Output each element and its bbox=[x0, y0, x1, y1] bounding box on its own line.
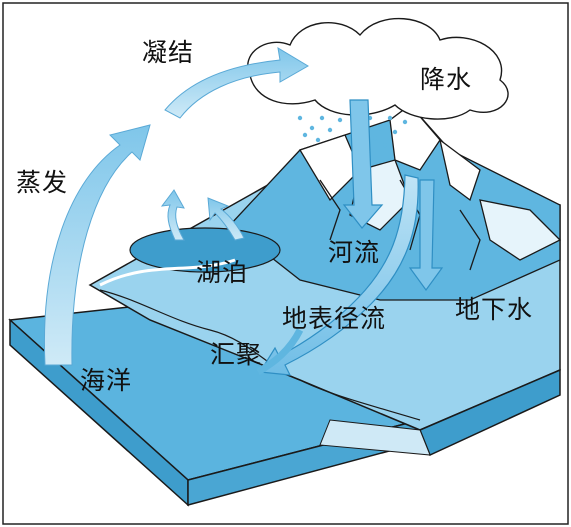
label-evaporation: 蒸发 bbox=[16, 168, 69, 197]
lake bbox=[99, 227, 281, 287]
convergence-arrow bbox=[256, 328, 304, 376]
label-surface-runoff: 地表径流 bbox=[282, 304, 387, 333]
label-condensation: 凝结 bbox=[142, 38, 195, 67]
rain-drops bbox=[297, 115, 408, 148]
groundwater-arrow bbox=[408, 179, 444, 292]
lake-evaporation-arrow-left bbox=[160, 189, 185, 241]
cloud bbox=[247, 17, 509, 120]
lake-evaporation-arrow-right bbox=[207, 197, 245, 241]
label-convergence: 汇聚 bbox=[210, 340, 263, 369]
label-groundwater: 地下水 bbox=[455, 295, 534, 324]
condensation-arrow bbox=[164, 47, 309, 119]
label-river: 河流 bbox=[328, 238, 381, 267]
label-ocean: 海洋 bbox=[80, 366, 133, 395]
coastline bbox=[99, 289, 421, 421]
label-lake: 湖泊 bbox=[196, 258, 249, 287]
precipitation-arrow bbox=[342, 99, 384, 229]
label-precipitation: 降水 bbox=[420, 65, 473, 94]
surface-runoff-arrow bbox=[258, 174, 419, 376]
evaporation-arrow bbox=[43, 124, 151, 366]
